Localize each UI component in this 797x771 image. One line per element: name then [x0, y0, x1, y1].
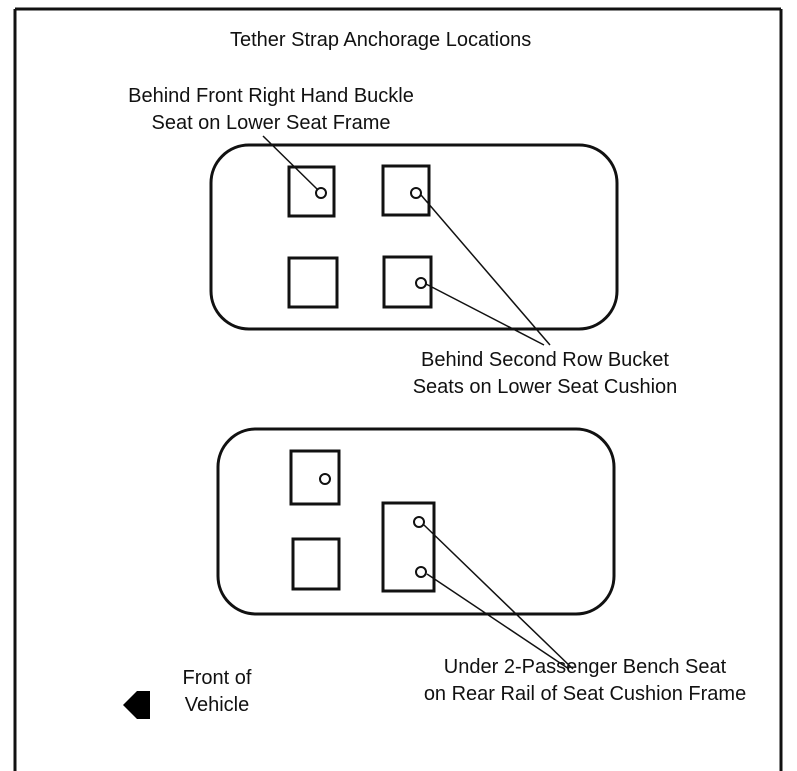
front-right-anchor-label: Behind Front Right Hand Buckle Seat on L…: [91, 83, 451, 137]
second-row-upper-leader-line: [420, 194, 551, 346]
front-right-anchor-point: [315, 187, 327, 199]
bench-lower-anchor-point: [415, 566, 427, 578]
bench-upper-anchor-point: [413, 516, 425, 528]
leader-lines: [262, 135, 574, 670]
second-row-lower-leader-line: [425, 283, 545, 346]
front-lower-anchor-point: [319, 473, 331, 485]
front-direction-arrow-icon: [123, 691, 150, 719]
lower-vehicle-outline: [216, 427, 616, 616]
front-right-bucket-seat: [287, 165, 336, 218]
diagram-title: Tether Strap Anchorage Locations: [230, 29, 532, 51]
front-left-lower-bucket-seat: [289, 449, 341, 506]
second-row-anchor-label: Behind Second Row Bucket Seats on Lower …: [365, 347, 725, 401]
bench-seat-anchor-label-line-2: on Rear Rail of Seat Cushion Frame: [423, 683, 747, 705]
second-row-right-anchor-point: [410, 187, 422, 199]
front-right-anchor-label-line-2: Seat on Lower Seat Frame: [151, 112, 391, 134]
second-row-right-bucket-seat: [381, 164, 431, 217]
bench-upper-leader-line: [423, 524, 574, 670]
two-passenger-bench-seat: [381, 501, 436, 593]
front-of-vehicle-label: Front of Vehicle: [167, 665, 267, 719]
front-right-leader-line: [262, 135, 318, 190]
upper-vehicle-layout: [209, 143, 619, 331]
lower-vehicle-layout: [216, 427, 616, 616]
second-row-anchor-label-line-2: Seats on Lower Seat Cushion: [412, 376, 678, 398]
front-left-bucket-seat: [287, 256, 339, 309]
front-right-lower-bucket-seat: [291, 537, 341, 591]
bench-lower-leader-line: [426, 573, 570, 670]
front-of-vehicle-label-line-2: Vehicle: [184, 694, 250, 716]
second-row-left-anchor-point: [415, 277, 427, 289]
second-row-anchor-label-line-1: Behind Second Row Bucket: [421, 349, 669, 371]
front-right-anchor-label-line-1: Behind Front Right Hand Buckle: [128, 85, 414, 107]
upper-vehicle-outline: [209, 143, 619, 331]
front-of-vehicle-label-line-1: Front of: [182, 667, 252, 689]
bench-seat-anchor-label-line-1: Under 2-Passenger Bench Seat: [443, 656, 727, 678]
bench-seat-anchor-label: Under 2-Passenger Bench Seat on Rear Rai…: [375, 654, 795, 708]
